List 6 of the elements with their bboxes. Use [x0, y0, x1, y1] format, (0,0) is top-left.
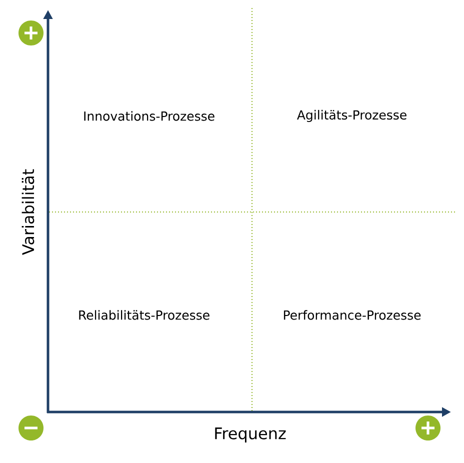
quadrant-label: Innovations-Prozesse [84, 111, 214, 121]
quadrant-label: Performance-Prozesse [284, 310, 421, 320]
axis-title: Frequenz [215, 427, 286, 442]
axis-title: Variabilität [22, 169, 34, 255]
quadrant-label: Agilitäts-Prozesse [297, 110, 406, 122]
quadrant-label: Reliabilitäts-Prozesse [79, 310, 210, 320]
